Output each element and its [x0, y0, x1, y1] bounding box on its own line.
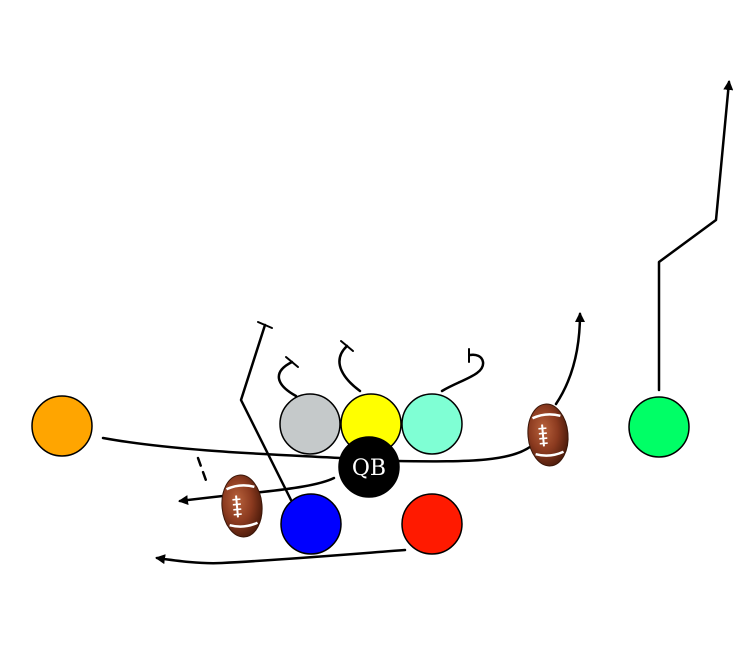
left-guard-block-cap — [285, 356, 299, 368]
back-left-player[interactable] — [280, 493, 342, 555]
left-wing-player[interactable] — [31, 395, 93, 457]
pitch-dashed-line — [196, 456, 210, 488]
receiver-player[interactable] — [628, 396, 690, 458]
receiver-route — [657, 80, 734, 392]
left-guard-block-route — [277, 360, 298, 398]
center-block-route — [338, 344, 362, 393]
football-left-icon[interactable] — [219, 473, 264, 538]
left-guard-player[interactable] — [279, 393, 341, 455]
back-left-route — [239, 323, 293, 502]
right-guard-block-route — [440, 353, 485, 393]
football-right-route — [554, 312, 585, 406]
center-block-cap — [340, 340, 354, 352]
football-right-icon[interactable] — [525, 402, 570, 467]
back-left-block-cap — [257, 321, 273, 329]
right-guard-player[interactable] — [401, 393, 463, 455]
qb-pitch-left-route — [178, 476, 336, 506]
back-right-player[interactable] — [401, 493, 463, 555]
wing-motion-route — [101, 436, 342, 460]
qb-player[interactable] — [338, 436, 400, 498]
back-right-route — [155, 548, 407, 565]
qb-handoff-right-route — [396, 441, 537, 463]
qb-label: QB — [352, 456, 386, 481]
